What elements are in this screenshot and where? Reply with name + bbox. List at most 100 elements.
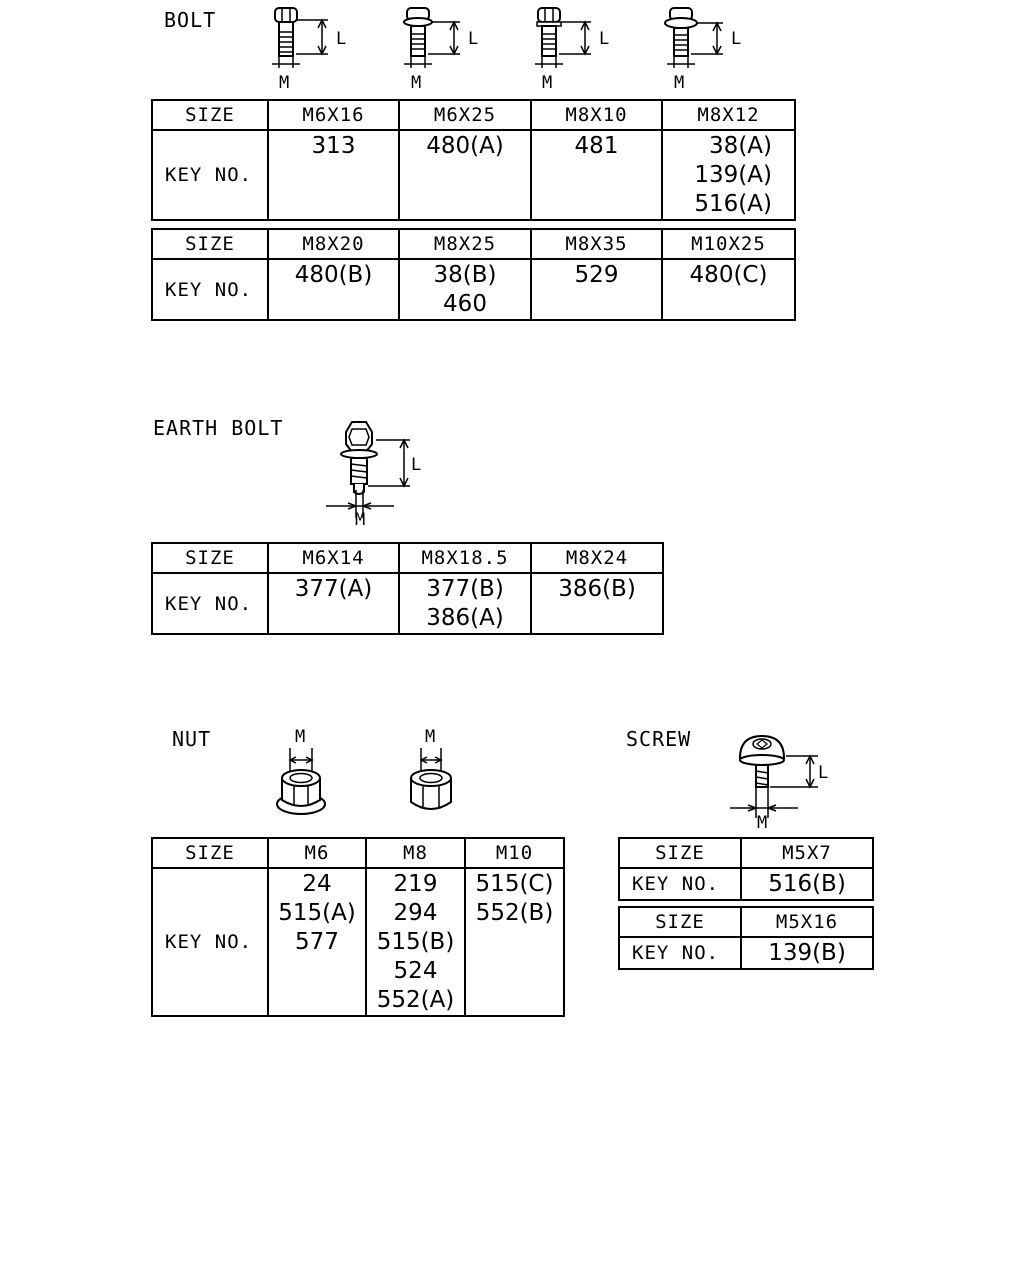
screw-size-table-1: SIZE M5X7 KEY NO. 516(B)	[618, 837, 874, 901]
table-row: KEY NO. 139(B)	[618, 936, 874, 970]
key-number: 313	[311, 133, 356, 159]
earth-bolt-section-label: EARTH BOLT	[153, 416, 284, 440]
size-cell: M8X12	[661, 99, 796, 131]
size-cell: M6X16	[267, 99, 400, 131]
earth-bolt-icon: L M	[326, 421, 421, 530]
key-number: 139(A)	[694, 162, 772, 188]
key-cell: 516(B)	[740, 867, 874, 901]
bolt-hex-icon: L M	[272, 7, 346, 93]
size-header: SIZE	[151, 228, 269, 260]
key-number: 219	[393, 871, 438, 897]
nut1-m-label: M	[295, 727, 305, 747]
table-header-row: SIZE M5X7	[618, 837, 874, 869]
key-number: 481	[574, 133, 619, 159]
key-no-header: KEY NO.	[618, 936, 742, 970]
bolt4-l-label: L	[731, 29, 741, 49]
screw-section-label: SCREW	[626, 727, 692, 751]
table-header-row: SIZE M6 M8 M10	[151, 837, 565, 869]
key-cell: 529	[530, 258, 663, 321]
flange-nut-icon: M	[276, 727, 326, 815]
bolt-size-table-2: SIZE M8X20 M8X25 M8X35 M10X25 KEY NO. 48…	[151, 228, 796, 321]
key-cell: 377(A)	[267, 572, 400, 635]
size-cell: M6X25	[398, 99, 532, 131]
key-number: 377(B)	[426, 576, 504, 602]
screw-m-label: M	[757, 813, 767, 833]
bolt-section-label: BOLT	[164, 8, 217, 32]
bolt2-m-label: M	[411, 73, 421, 93]
key-no-header: KEY NO.	[151, 572, 269, 635]
key-number: 24	[302, 871, 332, 897]
key-number: 516(B)	[768, 871, 846, 897]
table-header-row: SIZE M6X14 M8X18.5 M8X24	[151, 542, 664, 574]
bolt-washer-icon: L M	[535, 7, 609, 93]
size-cell: M8X25	[398, 228, 532, 260]
key-cell: 480(B)	[267, 258, 400, 321]
key-no-header: KEY NO.	[151, 258, 269, 321]
size-cell: M8	[365, 837, 466, 869]
size-cell: M8X10	[530, 99, 663, 131]
size-header: SIZE	[618, 906, 742, 938]
size-cell: M8X20	[267, 228, 400, 260]
key-number: 460	[443, 291, 487, 317]
key-no-header: KEY NO.	[618, 867, 742, 901]
key-number: 294	[393, 900, 438, 926]
table-header-row: SIZE M8X20 M8X25 M8X35 M10X25	[151, 228, 796, 260]
bolt-large-flange-icon: L M	[664, 7, 741, 93]
bolt4-m-label: M	[674, 73, 684, 93]
size-header: SIZE	[151, 837, 269, 869]
key-number: 516(A)	[694, 191, 772, 217]
size-cell: M8X35	[530, 228, 663, 260]
key-number: 552(A)	[376, 987, 455, 1013]
key-number: 386(A)	[426, 605, 504, 631]
hex-nut-icon: M	[410, 727, 452, 810]
bolt3-m-label: M	[542, 73, 552, 93]
key-number: 480(C)	[689, 262, 768, 288]
bolt-flange-icon: L M	[403, 7, 478, 93]
size-header: SIZE	[151, 99, 269, 131]
nut2-m-label: M	[425, 727, 435, 747]
size-cell: M5X7	[740, 837, 874, 869]
key-cell: 38(A) 139(A) 516(A)	[661, 129, 796, 221]
key-number: 38(A)	[709, 133, 772, 159]
key-cell: 481	[530, 129, 663, 221]
key-number: 386(B)	[558, 576, 636, 602]
table-row: KEY NO. 516(B)	[618, 867, 874, 901]
key-cell: 219 294 515(B) 524 552(A)	[365, 867, 466, 1017]
size-cell: M5X16	[740, 906, 874, 938]
key-number: 524	[393, 958, 438, 984]
table-row: KEY NO. 313 480(A) 481 38(A) 139(A) 516(…	[151, 129, 796, 221]
bolt1-m-label: M	[279, 73, 289, 93]
size-header: SIZE	[151, 542, 269, 574]
size-cell: M6X14	[267, 542, 400, 574]
size-cell: M10X25	[661, 228, 796, 260]
key-number: 515(A)	[278, 900, 356, 926]
key-cell: 38(B) 460	[398, 258, 532, 321]
bolt2-l-label: L	[468, 29, 478, 49]
size-cell: M10	[464, 837, 565, 869]
key-number: 38(B)	[433, 262, 497, 288]
table-row: KEY NO. 377(A) 377(B) 386(A) 386(B)	[151, 572, 664, 635]
table-row: KEY NO. 480(B) 38(B) 460 529 480(C)	[151, 258, 796, 321]
screw-size-table-2: SIZE M5X16 KEY NO. 139(B)	[618, 906, 874, 970]
table-header-row: SIZE M6X16 M6X25 M8X10 M8X12	[151, 99, 796, 131]
key-number: 552(B)	[475, 900, 554, 926]
key-cell: 24 515(A) 577	[267, 867, 367, 1017]
key-cell: 386(B)	[530, 572, 664, 635]
screw-l-label: L	[818, 763, 828, 783]
nut-section-label: NUT	[172, 727, 212, 751]
key-cell: 480(C)	[661, 258, 796, 321]
key-cell: 515(C) 552(B)	[464, 867, 565, 1017]
key-number: 577	[295, 929, 339, 955]
size-header: SIZE	[618, 837, 742, 869]
key-no-header: KEY NO.	[151, 129, 269, 221]
key-number: 515(C)	[475, 871, 554, 897]
key-number: 377(A)	[294, 576, 373, 602]
key-number: 480(B)	[294, 262, 373, 288]
key-number: 139(B)	[768, 940, 846, 966]
earth-bolt-m-label: M	[355, 510, 365, 530]
screw-icon: L M	[730, 734, 828, 833]
bolt1-l-label: L	[336, 29, 346, 49]
bolt-size-table-1: SIZE M6X16 M6X25 M8X10 M8X12 KEY NO. 313…	[151, 99, 796, 221]
key-cell: 480(A)	[398, 129, 532, 221]
key-cell: 377(B) 386(A)	[398, 572, 532, 635]
